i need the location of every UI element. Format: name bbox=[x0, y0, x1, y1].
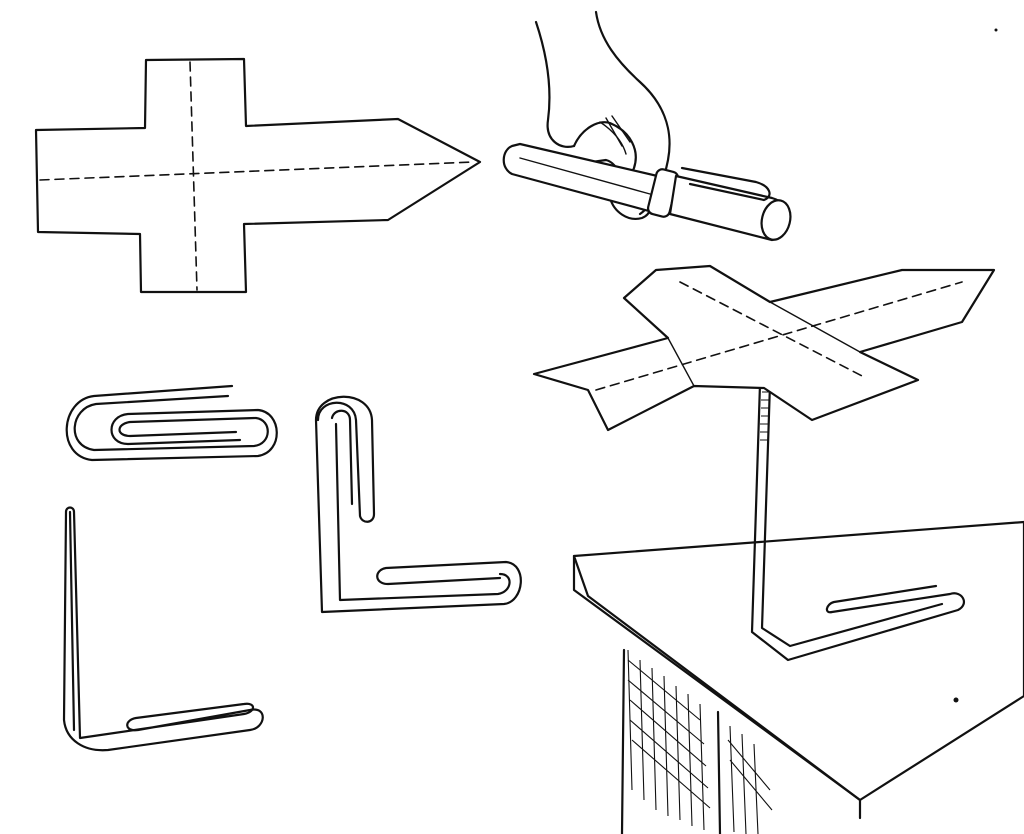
ink-dot-1 bbox=[953, 697, 959, 703]
table-underside-hatching bbox=[627, 649, 773, 834]
spinner-crease-a bbox=[667, 337, 695, 387]
spinner-crease-b bbox=[769, 301, 861, 353]
template-fold-horizontal bbox=[39, 161, 475, 181]
assembled-spinner-on-table bbox=[532, 264, 1024, 834]
stand-paperclip-outer bbox=[750, 382, 965, 662]
finger-crease-3 bbox=[611, 115, 631, 143]
finger-crease-1 bbox=[599, 121, 627, 155]
pen-barrel-highlight bbox=[519, 157, 651, 195]
paperclip-partial-outer bbox=[314, 395, 522, 614]
paperclip-l-stem-inner bbox=[68, 510, 76, 732]
template-outline bbox=[34, 57, 482, 294]
ink-dot-2 bbox=[994, 28, 998, 32]
finger-crease-2 bbox=[605, 117, 623, 147]
pen-clip bbox=[680, 166, 771, 202]
spinner-fold-short bbox=[679, 281, 867, 379]
hand-scoring-pen bbox=[502, 10, 792, 242]
table-top bbox=[572, 520, 1024, 802]
table-front-edge bbox=[572, 554, 862, 802]
spinner-fold-long bbox=[595, 281, 963, 391]
stand-shading bbox=[760, 391, 770, 441]
template-fold-vertical bbox=[189, 61, 198, 291]
spinner-paper bbox=[532, 264, 996, 432]
paperclip-coiled-outer bbox=[73, 394, 269, 452]
paperclip-l-outer bbox=[62, 506, 264, 752]
table-leg bbox=[620, 648, 722, 834]
paperclip-partially-unbent bbox=[314, 395, 522, 614]
paperclip-coiled bbox=[65, 384, 278, 462]
pen-barrel bbox=[502, 142, 668, 216]
paperclip-l-bent bbox=[62, 506, 264, 752]
arm-outline-left bbox=[534, 20, 576, 148]
stand-paperclip-inner bbox=[760, 382, 944, 648]
pen-cap-end bbox=[760, 199, 792, 241]
paperclip-partial-inner bbox=[330, 409, 511, 602]
paper-cutout-template bbox=[34, 57, 482, 294]
paperclip-coiled-inner bbox=[65, 384, 278, 462]
